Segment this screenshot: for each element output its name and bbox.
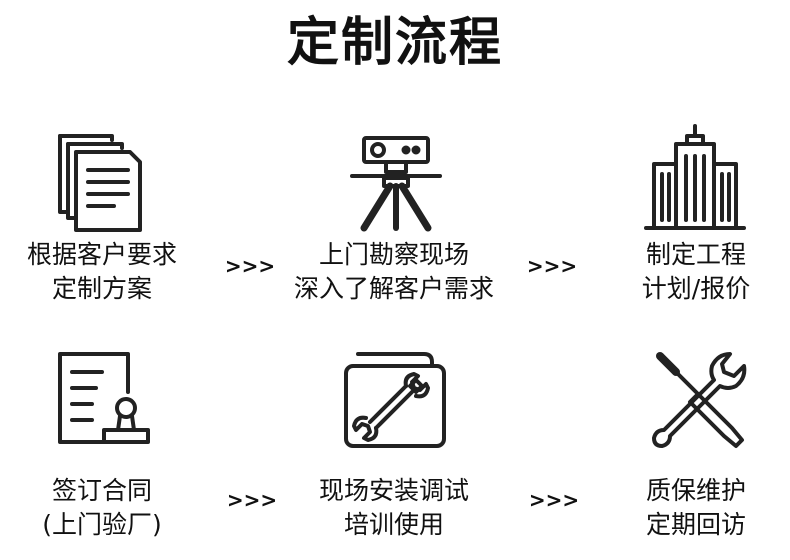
flow-arrow: >>> — [528, 488, 580, 512]
flow-arrow: >>> — [226, 488, 278, 512]
step-3-text: 制定工程 计划/报价 — [566, 238, 790, 306]
step-3-line2: 计划/报价 — [641, 274, 751, 303]
flow-arrow: >>> — [224, 254, 276, 278]
step-6-line1: 质保维护 — [645, 476, 746, 505]
wrench-panel-icon — [340, 346, 450, 456]
step-6-text: 质保维护 定期回访 — [566, 474, 790, 542]
flow-arrow: >>> — [526, 254, 578, 278]
step-1-text: 根据客户要求 定制方案 — [0, 238, 232, 306]
step-1-line2: 定制方案 — [51, 274, 152, 303]
step-5-line1: 现场安装调试 — [318, 476, 469, 505]
projector-tripod-icon — [340, 128, 450, 238]
page-title: 定制流程 — [286, 13, 503, 73]
step-2-line1: 上门勘察现场 — [318, 240, 469, 269]
contract-stamp-icon — [46, 346, 156, 456]
step-3-line1: 制定工程 — [645, 240, 746, 269]
step-5-text: 现场安装调试 培训使用 — [264, 474, 524, 542]
document-icon — [46, 128, 156, 238]
step-6-line2: 定期回访 — [645, 510, 746, 539]
building-icon — [640, 124, 750, 234]
step-2-line2: 深入了解客户需求 — [293, 274, 494, 303]
step-5-line2: 培训使用 — [343, 510, 444, 539]
step-4-line1: 签订合同 — [51, 476, 152, 505]
step-4-text: 签订合同 (上门验厂) — [0, 474, 232, 542]
step-4-line2: (上门验厂) — [42, 510, 162, 539]
step-2-text: 上门勘察现场 深入了解客户需求 — [264, 238, 524, 306]
step-1-line1: 根据客户要求 — [26, 240, 177, 269]
tools-icon — [642, 346, 752, 456]
